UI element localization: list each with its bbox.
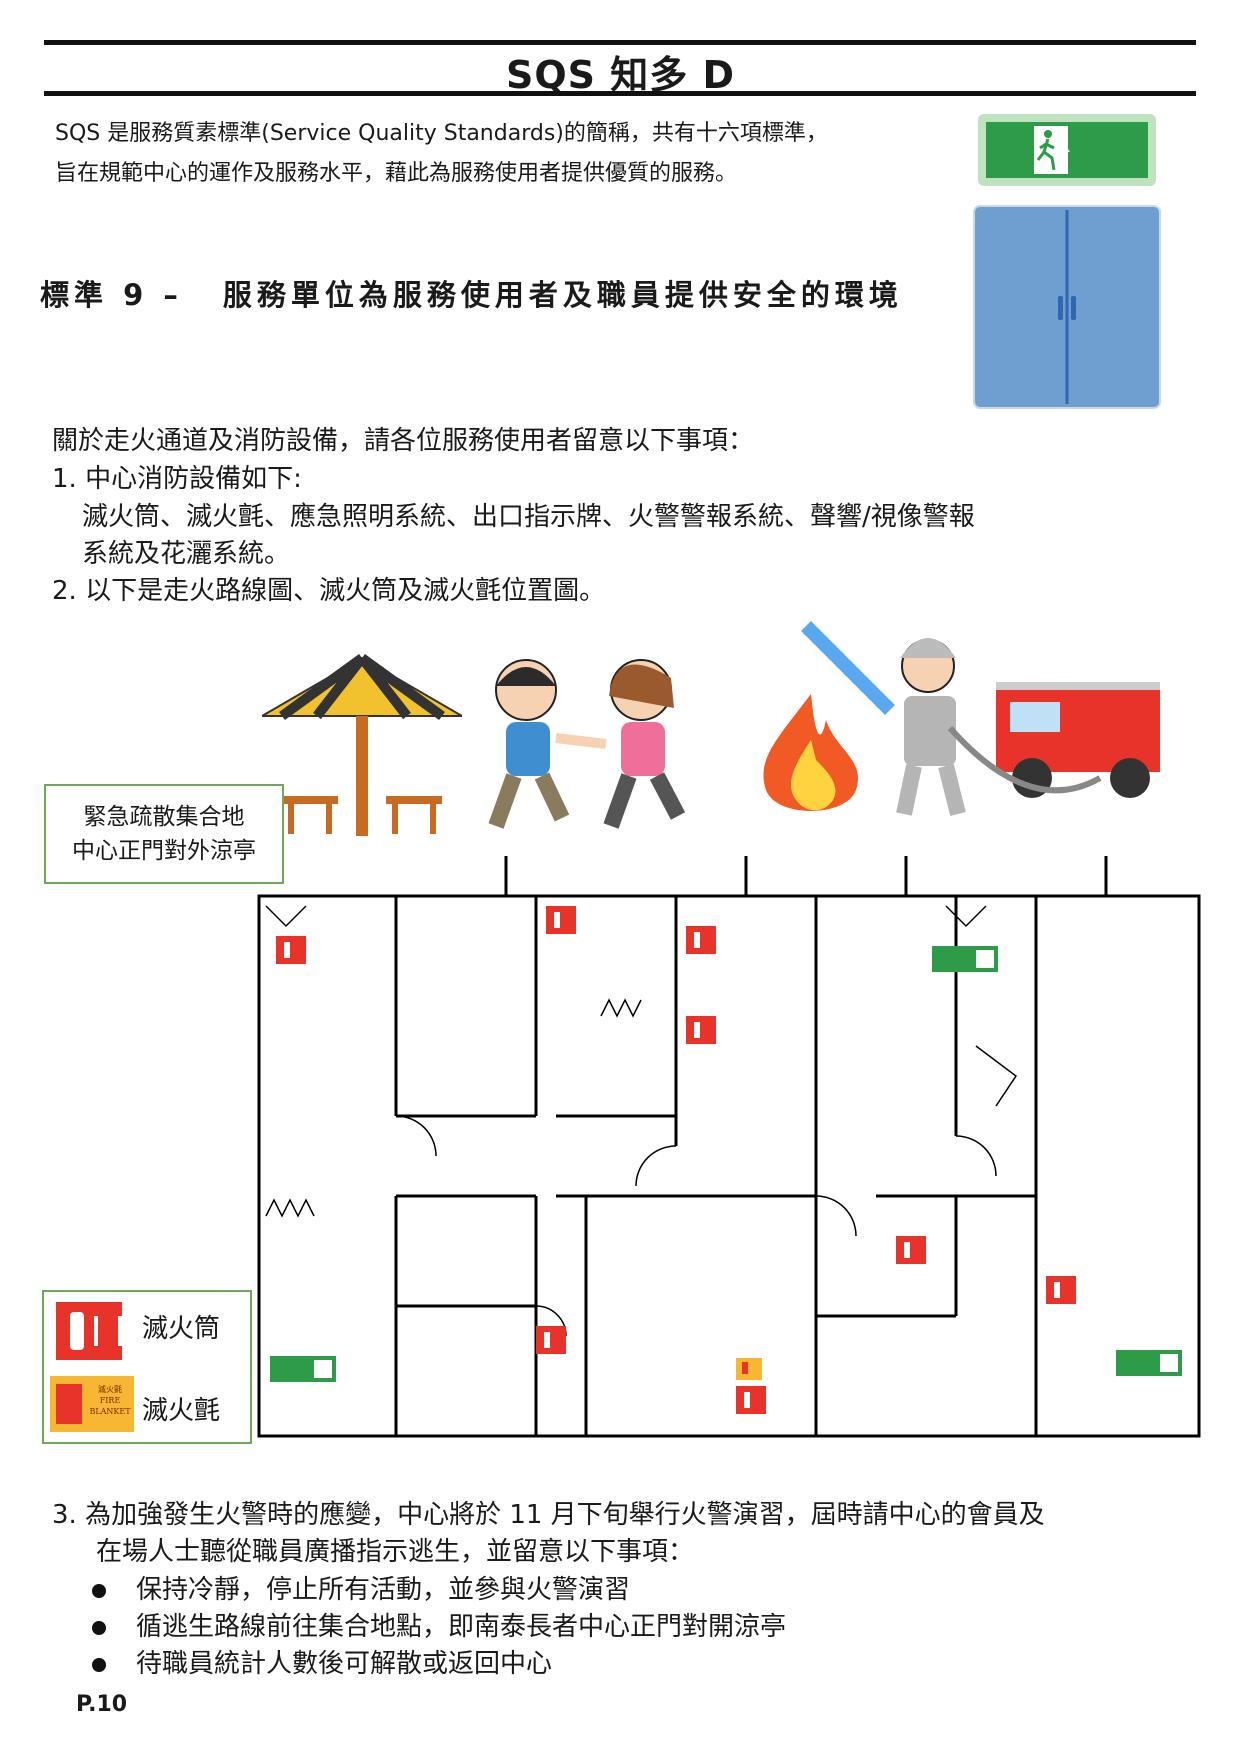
legend-blanket-label: 滅火氈: [142, 1396, 221, 1426]
blanket-sign-en-2: BLANKET: [89, 1407, 131, 1416]
pavilion-illustration: [262, 653, 462, 836]
header-top-rule: [44, 40, 1196, 45]
intro-line-1: SQS 是服務質素標準(Service Quality Standards)的簡…: [55, 121, 828, 146]
legend-extinguisher-label: 滅火筒: [142, 1314, 221, 1344]
intro-line-2: 旨在規範中心的運作及服務水平，藉此為服務使用者提供優質的服務。: [55, 161, 738, 186]
blanket-icon: [736, 1358, 762, 1380]
page-title: SQS 知多 D: [505, 53, 736, 97]
drill-bullet-2-text: 循逃生路線前往集合地點，即南泰長者中心正門對開涼亭: [136, 1612, 787, 1642]
exit-sign-icon: [270, 1356, 336, 1382]
fire-extinguisher-icon: [56, 1302, 122, 1360]
drill-bullet-1: 保持冷靜，停止所有活動，並參與火警演習: [92, 1569, 630, 1606]
standard-heading: 標準 9 – 服務單位為服務使用者及職員提供安全的環境: [40, 272, 903, 314]
header-bottom-rule: [44, 91, 1196, 96]
extinguisher-icon: [896, 1236, 926, 1264]
floor-plan: [257, 856, 1201, 1438]
extinguisher-icon: [686, 926, 716, 954]
firefighter-truck-illustration: [801, 621, 1160, 816]
extinguisher-icon: [546, 906, 576, 934]
drill-line-2: 在場人士聽從職員廣播指示逃生，並留意以下事項：: [96, 1537, 695, 1567]
exit-sign-icon: [932, 946, 998, 972]
door-illustration: [973, 205, 1161, 409]
blanket-sign-cn: 滅火氈: [98, 1385, 122, 1394]
bullet-dot-icon: [92, 1583, 106, 1598]
notice-lead: 關於走火通道及消防設備，請各位服務使用者留意以下事項：: [52, 426, 755, 456]
assembly-line-1: 緊急疏散集合地: [83, 804, 245, 830]
legend-box: 滅火筒 滅火氈 FIRE BLANKET 滅火氈: [42, 1290, 252, 1444]
bullet-dot-icon: [92, 1657, 106, 1672]
drill-bullet-3-text: 待職員統計人數後可解散或返回中心: [136, 1649, 553, 1679]
standard-number: 標準 9 –: [40, 278, 183, 312]
extinguisher-icon: [1046, 1276, 1076, 1304]
fire-blanket-icon: 滅火氈 FIRE BLANKET: [50, 1376, 134, 1432]
extinguisher-icon: [276, 936, 306, 964]
exit-sign-illustration: [978, 114, 1156, 186]
people-fleeing-illustration: [488, 659, 686, 829]
drill-bullet-2: 循逃生路線前往集合地點，即南泰長者中心正門對開涼亭: [92, 1606, 786, 1643]
standard-title: 服務單位為服務使用者及職員提供安全的環境: [222, 278, 903, 312]
extinguisher-icon: [736, 1386, 766, 1414]
drill-bullet-3: 待職員統計人數後可解散或返回中心: [92, 1643, 552, 1680]
notice-item-1-line-1: 滅火筒、滅火氈、應急照明系統、出口指示牌、火警警報系統、聲響/視像警報: [82, 502, 975, 532]
drill-line-1: 3. 為加強發生火警時的應變，中心將於 11 月下旬舉行火警演習，屆時請中心的會…: [52, 1500, 1045, 1530]
fire-illustration: [763, 694, 859, 811]
assembly-point-callout: 緊急疏散集合地 中心正門對外涼亭: [44, 784, 284, 884]
page-number: P.10: [76, 1692, 128, 1717]
notice-item-1-line-2: 系統及花灑系統。: [82, 539, 291, 569]
extinguisher-icon: [686, 1016, 716, 1044]
blanket-sign-en-1: FIRE: [99, 1396, 121, 1405]
exit-sign-icon: [1116, 1350, 1182, 1376]
drill-bullet-1-text: 保持冷靜，停止所有活動，並參與火警演習: [136, 1575, 631, 1605]
extinguisher-icon: [536, 1326, 566, 1354]
notice-item-1-heading: 1. 中心消防設備如下:: [52, 464, 302, 494]
running-person-icon: [1044, 130, 1052, 138]
bullet-dot-icon: [92, 1620, 106, 1635]
notice-item-2: 2. 以下是走火路線圖、滅火筒及滅火氈位置圖。: [52, 576, 606, 606]
assembly-line-2: 中心正門對外涼亭: [72, 838, 256, 864]
